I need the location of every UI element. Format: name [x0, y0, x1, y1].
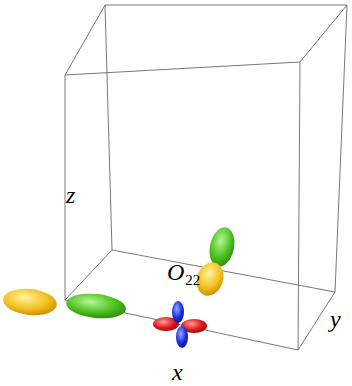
operator-label: O — [167, 260, 184, 284]
axis-label: z — [66, 183, 75, 207]
orbital-xaxis — [2, 286, 127, 321]
axis-label: x — [172, 360, 183, 384]
bounding-box — [65, 5, 347, 350]
axis-label: y — [330, 307, 341, 331]
orbital-clover — [153, 301, 207, 348]
operator-subscript: 22 — [185, 273, 200, 288]
